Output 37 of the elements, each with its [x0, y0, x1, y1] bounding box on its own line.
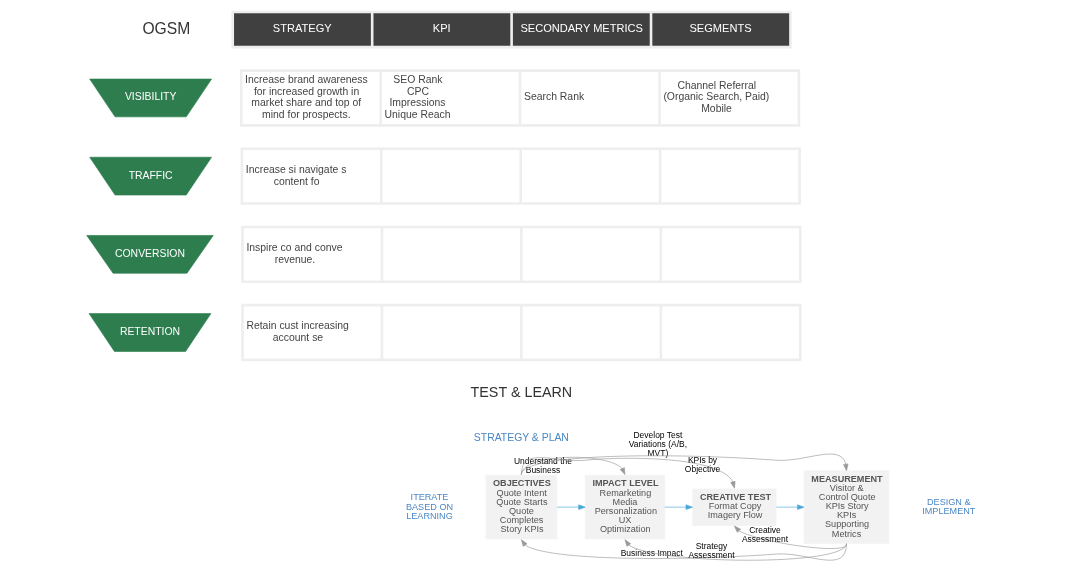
edge-label: Business Impact	[620, 547, 683, 558]
arrow	[776, 504, 805, 510]
node-box: OBJECTIVES Quote Intent Quote Starts Quote Completes Story KPIs	[485, 474, 558, 540]
label: Impressions	[389, 97, 446, 109]
arrow	[624, 539, 847, 561]
arrow	[664, 504, 693, 510]
label: Increase brand awareness for increased growth in market share and top of mind for prospects.	[245, 73, 368, 121]
arrow	[521, 453, 849, 475]
label: SECONDARY METRICS	[520, 22, 643, 35]
label: CPC	[407, 85, 430, 97]
arrow	[556, 504, 586, 510]
label: DESIGN & IMPLEMENT	[922, 496, 976, 517]
label: Channel Referral (Organic Search, Paid)	[663, 79, 770, 103]
edge-label: Understand the Business	[514, 456, 572, 476]
label: Search Rank	[523, 91, 585, 103]
label: Unique Reach	[384, 109, 451, 121]
label: STRATEGY	[272, 22, 332, 35]
node-box: CREATIVE TEST Format Copy Imagery Flow	[692, 488, 777, 526]
label: Mobile	[701, 103, 732, 115]
label: OGSM	[142, 19, 191, 37]
arrow	[734, 525, 847, 549]
label: TEST & LEARN	[470, 384, 573, 401]
label: KPI	[432, 22, 451, 35]
node-box: MEASUREMENT Visitor & Control Quote KPIs Story KPIs Supporting Metrics	[803, 470, 890, 544]
label: ITERATE BASED ON LEARNING	[405, 491, 454, 522]
label: Inspire co and conve revenue.	[246, 241, 343, 265]
label: Increase si navigate s content fo	[245, 163, 347, 187]
node-box: IMPACT LEVEL Remarketing Media Personalization UX Optimization	[584, 474, 666, 540]
label: STRATEGY & PLAN	[473, 431, 569, 443]
edge-label: Creative Assessment	[741, 524, 789, 544]
label: Retain cust increasing account se	[246, 320, 349, 343]
arrow	[521, 539, 847, 561]
arrow	[521, 457, 736, 489]
label: SEO Rank	[393, 73, 443, 85]
label: SEGMENTS	[689, 22, 752, 35]
arrow	[521, 457, 626, 475]
edge-label: Strategy Assessment	[688, 540, 735, 560]
